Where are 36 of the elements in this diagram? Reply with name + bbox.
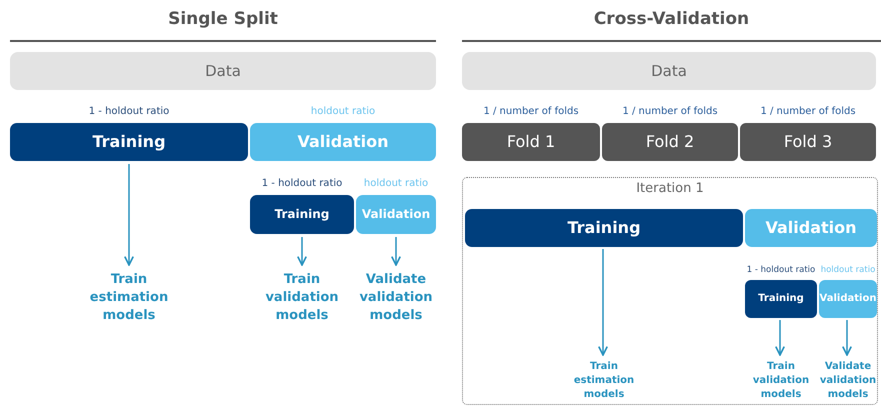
- data-bar: Data: [462, 52, 876, 90]
- arrow: [774, 320, 786, 356]
- ratio-label: holdout ratio: [362, 178, 430, 189]
- arrow: [296, 237, 308, 266]
- data-bar: Data: [10, 52, 436, 90]
- output-text: Train validation models: [257, 268, 347, 328]
- ratio-label: holdout ratio: [310, 106, 376, 117]
- ratio-label: 1 / number of folds: [759, 106, 857, 117]
- arrow: [124, 164, 134, 266]
- training-block: Training: [745, 280, 817, 318]
- output-text: Validate validation models: [819, 359, 877, 403]
- iteration-frame: [462, 177, 878, 405]
- output-text: Train validation models: [745, 359, 817, 403]
- ratio-label: 1 - holdout ratio: [88, 106, 170, 117]
- validation-block: Validation: [819, 280, 877, 318]
- arrow: [390, 237, 402, 266]
- section-heading: Single Split: [167, 9, 279, 29]
- output-text: Validate validation models: [348, 268, 444, 328]
- validation-block: Validation: [250, 123, 436, 161]
- fold-block: Fold 3: [740, 123, 876, 161]
- iteration-heading: Iteration 1: [635, 181, 705, 196]
- validation-block: Validation: [745, 209, 877, 247]
- ratio-label: 1 / number of folds: [621, 106, 719, 117]
- training-block: Training: [250, 195, 354, 234]
- training-block: Training: [465, 209, 743, 247]
- arrow: [842, 320, 852, 356]
- fold-block: Fold 2: [602, 123, 738, 161]
- arrow: [598, 249, 608, 356]
- section-heading: Cross-Validation: [592, 9, 750, 29]
- ratio-label: 1 / number of folds: [482, 106, 580, 117]
- ratio-label: 1 - holdout ratio: [260, 178, 344, 189]
- fold-block: Fold 1: [462, 123, 600, 161]
- validation-block: Validation: [356, 195, 436, 234]
- training-block: Training: [10, 123, 248, 161]
- output-text: Train estimation models: [559, 359, 649, 403]
- output-text: Train estimation models: [84, 268, 174, 328]
